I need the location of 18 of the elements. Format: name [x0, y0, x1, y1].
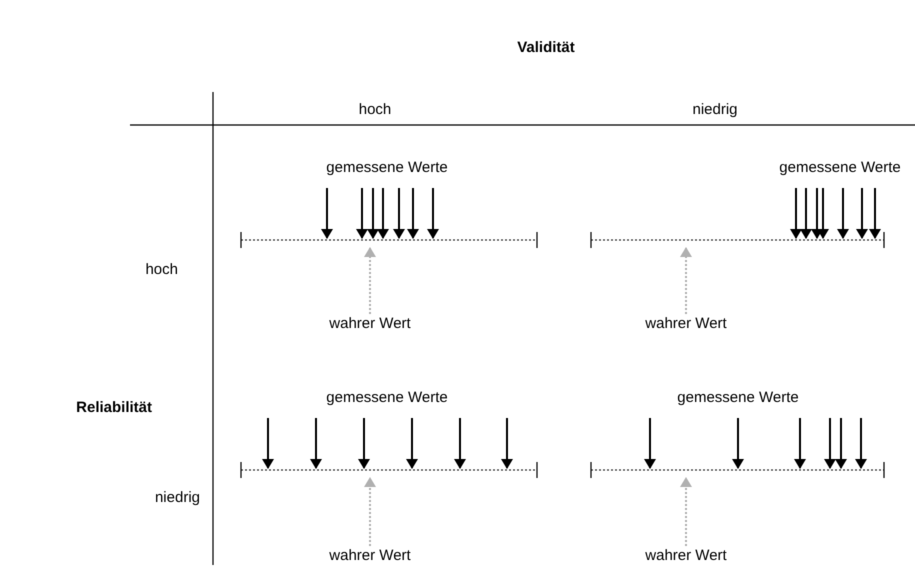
category-label: hoch — [358, 100, 392, 120]
scale-bar — [590, 232, 885, 248]
scale-bar — [240, 232, 538, 248]
scale-bar — [240, 462, 538, 478]
category-label: niedrig — [692, 100, 738, 120]
value-label: wahrer Wert — [329, 546, 411, 566]
value-label: gemessene Werte — [677, 388, 799, 408]
scale-bar — [590, 462, 885, 478]
axis-title: Validität — [517, 38, 575, 58]
category-label: niedrig — [154, 488, 200, 508]
value-label: wahrer Wert — [645, 314, 727, 334]
category-label: hoch — [145, 260, 178, 280]
value-label: gemessene Werte — [779, 158, 901, 178]
value-label: gemessene Werte — [326, 388, 448, 408]
axis-title: Reliabilität — [76, 398, 152, 418]
value-label: gemessene Werte — [326, 158, 448, 178]
value-label: wahrer Wert — [645, 546, 727, 566]
value-label: wahrer Wert — [329, 314, 411, 334]
